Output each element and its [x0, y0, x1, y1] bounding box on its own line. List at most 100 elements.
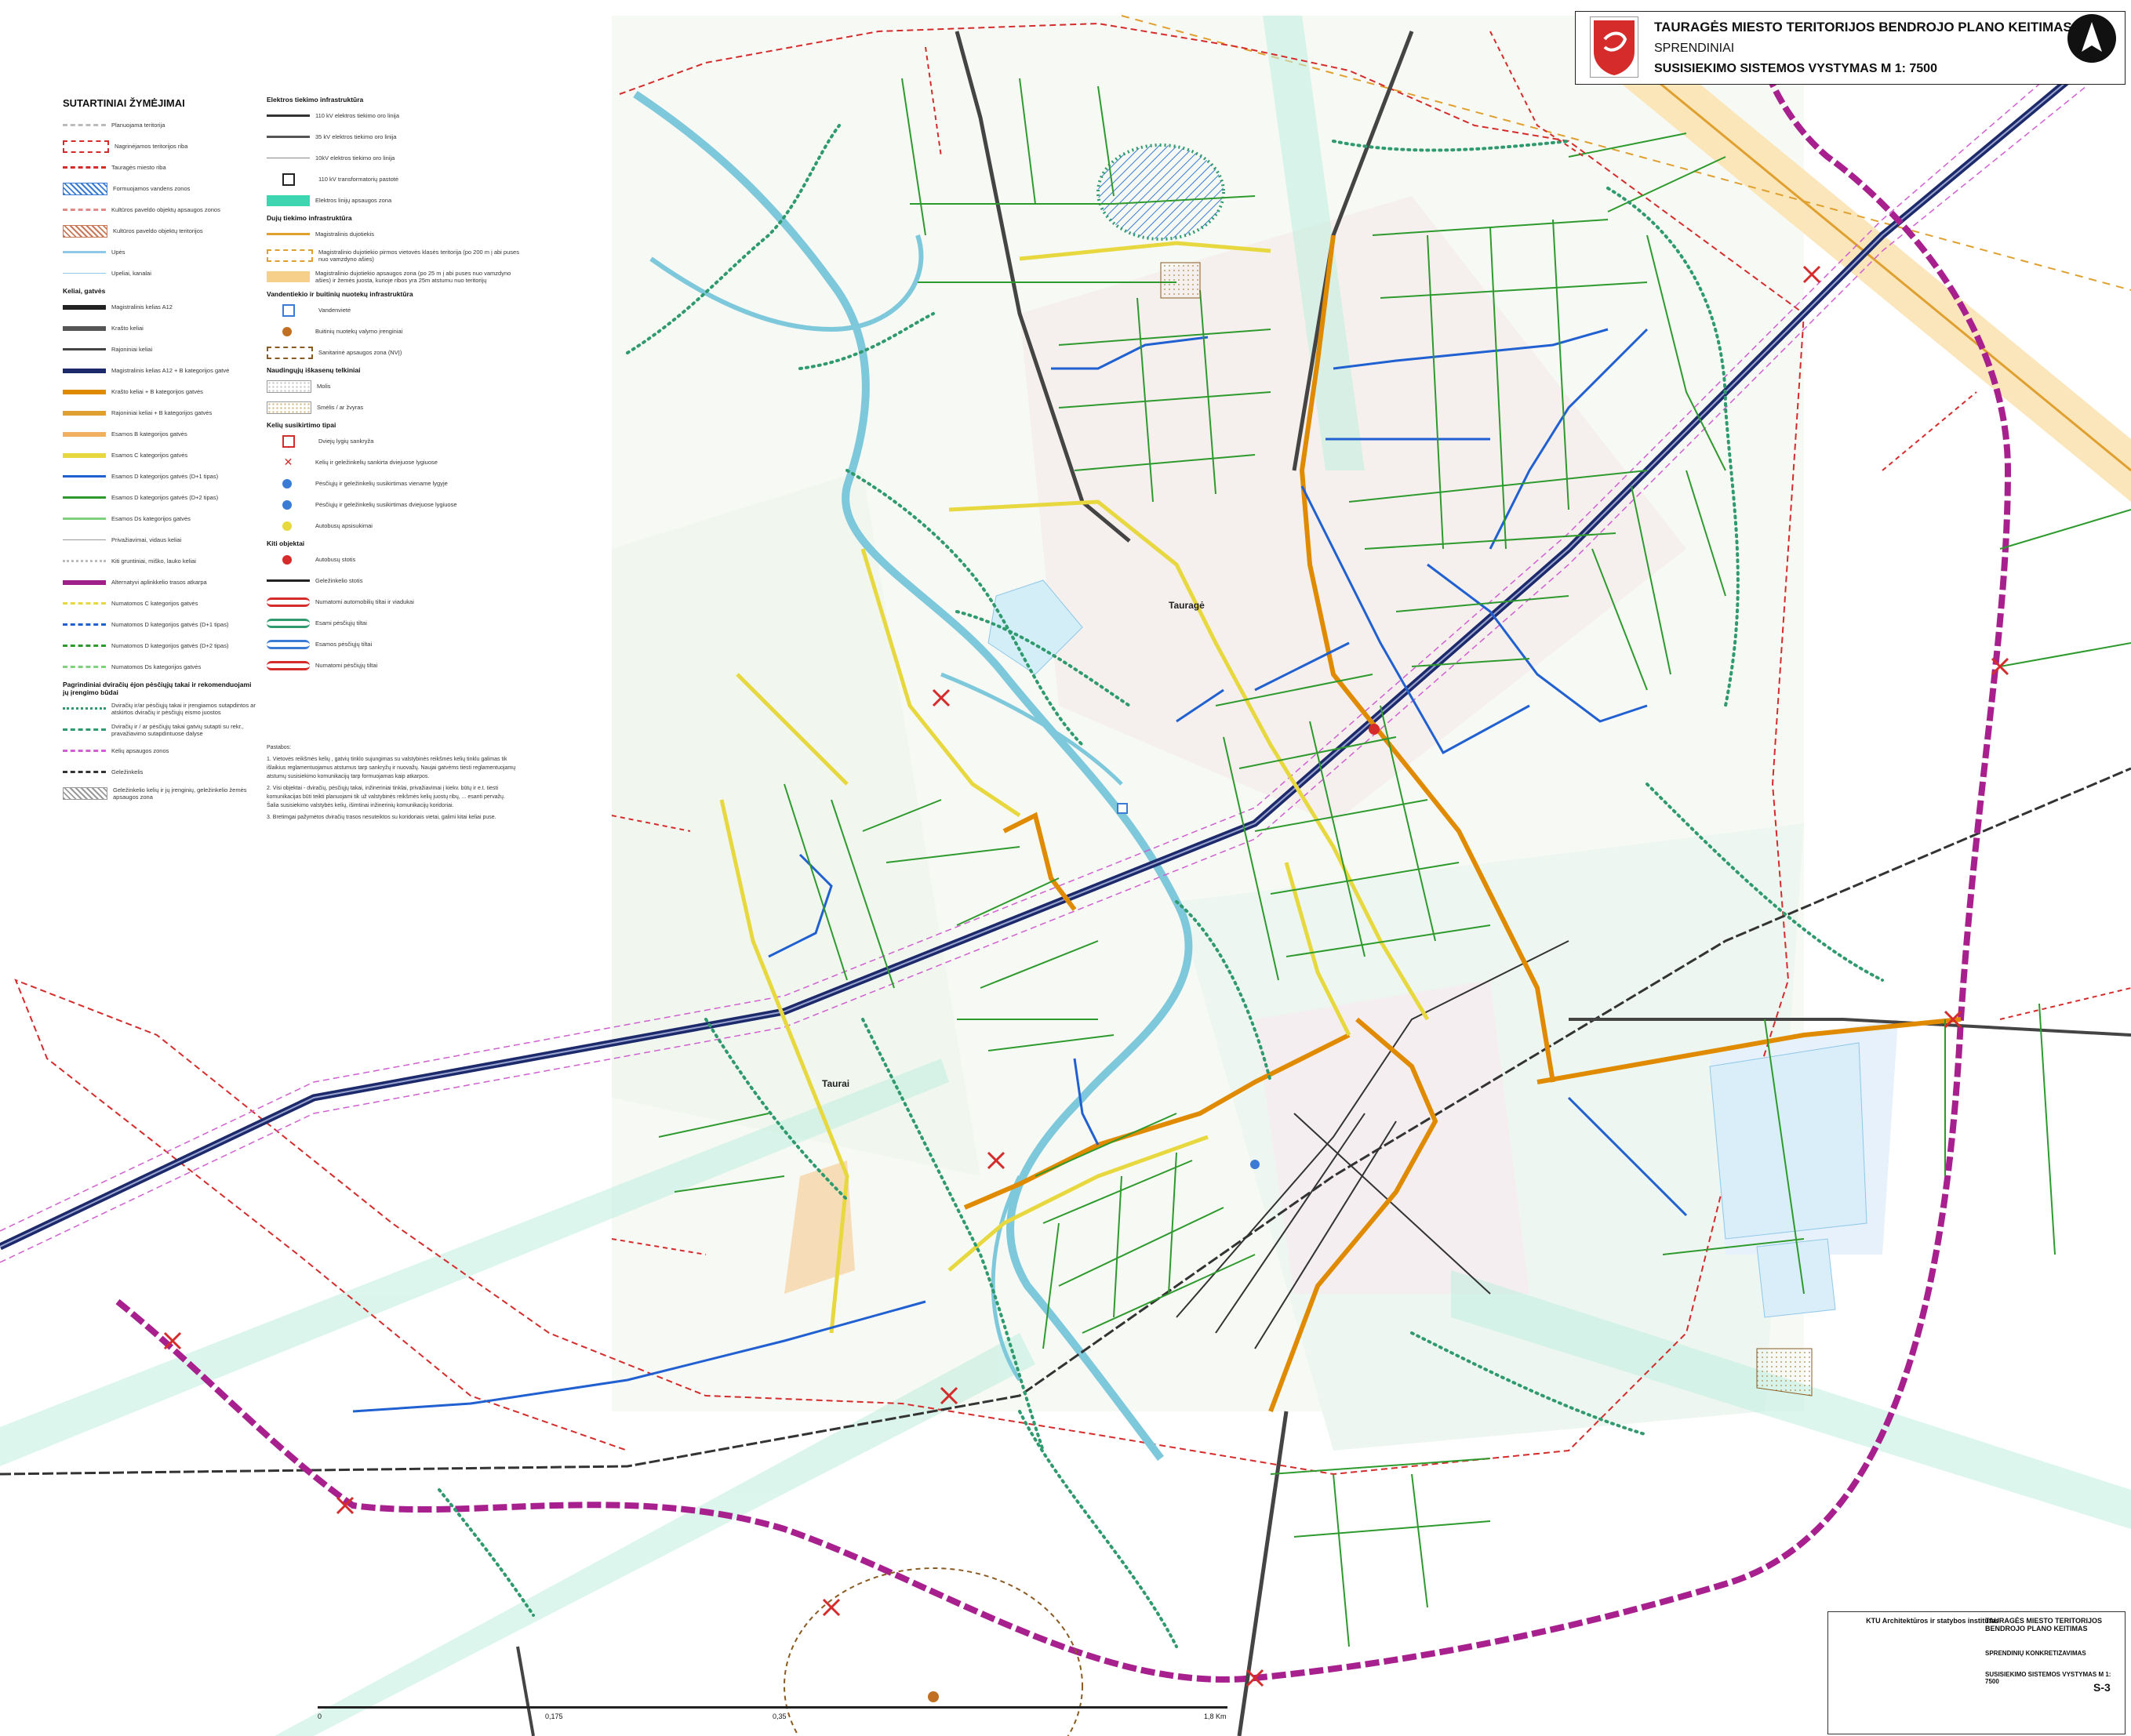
legend-item-label: Esami pėsčiųjų tiltai — [315, 619, 367, 626]
legend-item: Esamos D kategorijos gatvės (D+2 tipas) — [63, 487, 259, 508]
city-boundary — [14, 22, 1806, 1476]
legend-item: Kelių apsaugos zonos — [63, 740, 259, 761]
legend-swatch — [63, 645, 106, 647]
place-label-taurage: Tauragė — [1169, 600, 1205, 611]
stamp-sheet-code: S-3 — [2093, 1681, 2111, 1694]
legend-item: Sanitarinė apsaugos zona (NVĮ) — [267, 342, 525, 363]
legend-item: Kultūros paveldo objektų teritorijos — [63, 220, 259, 242]
legend-item: Numatomos C kategorijos gatvės — [63, 593, 259, 614]
legend-item: Magistralinis kelias A12 + B kategorijos… — [63, 360, 259, 381]
legend-swatch — [63, 368, 106, 373]
legend-item: Dviejų lygių sankryža — [267, 430, 525, 452]
legend-item: Dviračių ir / ar pėsčiųjų takai gatvių s… — [63, 719, 259, 740]
legend-item: Rajoniniai keliai — [63, 339, 259, 360]
legend-item-label: 110 kV transformatorių pastotė — [318, 176, 398, 183]
legend-item: Numatomos D kategorijos gatvės (D+1 tipa… — [63, 614, 259, 635]
legend-item-label: Esamos D kategorijos gatvės (D+2 tipas) — [111, 494, 219, 501]
legend-section-heading: Kiti objektai — [267, 539, 305, 547]
legend-panel: SUTARTINIAI ŽYMĖJIMAI Planuojama teritor… — [55, 93, 604, 963]
legend-item: Esamos B kategorijos gatvės — [63, 423, 259, 445]
b-category-streets — [963, 234, 1962, 1413]
legend-item-label: Smėlis / ar žvyras — [317, 404, 364, 411]
legend-item: Upeliai, kanalai — [63, 263, 259, 284]
legend-swatch — [63, 209, 106, 211]
legend-swatch — [267, 136, 310, 138]
legend-item-label: Rajoniniai keliai — [111, 346, 153, 353]
title-block: TAURAGĖS MIESTO TERITORIJOS BENDROJO PLA… — [1575, 11, 2126, 85]
legend-item-label: Alternatyvi aplinkkelio trasos atkarpa — [111, 579, 207, 586]
legend-item: Autobusų apsisukimai — [267, 515, 525, 536]
legend-swatch — [63, 325, 106, 331]
legend-item-label: Formuojamos vandens zonos — [113, 185, 191, 192]
legend-item: 110 kV transformatorių pastotė — [267, 169, 525, 190]
legend-item-label: Pėsčiųjų ir geležinkelių susikirtimas vi… — [315, 480, 448, 487]
land-use-tints — [612, 16, 1898, 1451]
ring-road-alternative — [115, 15, 2012, 1683]
legend-item-label: Dviračių ir / ar pėsčiųjų takai gatvių s… — [111, 722, 244, 737]
legend-swatch — [63, 728, 106, 731]
sand-quarry — [1160, 262, 1813, 1396]
legend-item: 110 kV elektros tiekimo oro linija — [267, 105, 525, 126]
legend-item-label: 35 kV elektros tiekimo oro linija — [315, 133, 397, 140]
legend-item-label: Kultūros paveldo objektų teritorijos — [113, 227, 203, 234]
legend-swatch — [63, 707, 106, 710]
legend-item-label: Geležinkelio kelių ir jų įrenginių, gele… — [113, 786, 247, 801]
scale-label-0: 0 — [318, 1712, 322, 1720]
d2-category-streets — [658, 78, 2131, 1647]
stamp-project: TAURAGĖS MIESTO TERITORIJOS BENDROJO PLA… — [1985, 1617, 2103, 1632]
interchanges — [163, 265, 2009, 1687]
legend-item: Dviračių ir/ar pėsčiųjų takai ir įrengia… — [63, 698, 259, 719]
note-item: 2. Visi objektai - dviračių, pėsčiųjų ta… — [267, 786, 505, 808]
legend-swatch — [267, 639, 310, 649]
legend-item: Pėsčiųjų ir geležinkelių susikirtimas vi… — [267, 473, 525, 494]
sanitary-zone — [784, 1567, 1083, 1736]
legend-swatch — [63, 389, 106, 394]
legend-item: Kiti gruntiniai, miško, lauko keliai — [63, 550, 259, 572]
north-arrow-icon — [2067, 14, 2116, 63]
legend-section-heading: Kelių susikirtimo tipai — [267, 421, 336, 429]
legend-item-label: Pėsčiųjų ir geležinkelių susikirtimas dv… — [315, 501, 457, 508]
legend-item-label: Esamos pėsčiųjų tiltai — [315, 641, 373, 648]
legend-title: SUTARTINIAI ŽYMĖJIMAI — [63, 97, 185, 109]
legend-item: Esamos D kategorijos gatvės (D+1 tipas) — [63, 466, 259, 487]
legend-swatch — [282, 303, 295, 317]
scale-label-3: 1,8 Km — [1204, 1712, 1227, 1720]
legend-item-label: Autobusų apsisukimai — [315, 522, 373, 529]
legend-swatch — [267, 346, 313, 359]
legend-item-label: Rajoniniai keliai + B kategorijos gatvės — [111, 409, 213, 416]
regional-roads — [516, 31, 2131, 1736]
legend-item-label: Tauragės miesto riba — [111, 164, 166, 171]
legend-item-label: Numatomos Ds kategorijos gatvės — [111, 663, 202, 670]
legend-item: Numatomi pėsčiųjų tiltai — [267, 655, 525, 676]
legend-item-label: Numatomos C kategorijos gatvės — [111, 600, 198, 607]
legend-item: Privažiavimai, vidaus keliai — [63, 529, 259, 550]
legend-item-label: Dviejų lygių sankryža — [318, 438, 374, 445]
water-intake-marker — [1117, 803, 1128, 814]
legend-swatch — [267, 618, 310, 628]
legend-swatch — [267, 660, 310, 670]
legend-swatch — [63, 602, 106, 605]
legend-swatch — [63, 224, 107, 238]
notes-list: 1. Vietovės reikšmės kelių , gatvių tink… — [267, 755, 518, 822]
plan-subtitle: SPRENDINIAI — [1654, 42, 1735, 55]
legend-item: Magistralinio dujotiekio pirmos vietovės… — [267, 245, 525, 266]
legend-item: Autobusų stotis — [267, 549, 525, 570]
note-item: 1. Vietovės reikšmės kelių , gatvių tink… — [267, 757, 516, 779]
legend-swatch — [63, 273, 106, 274]
legend-swatch — [63, 623, 106, 626]
taurage-coat-of-arms-icon — [1590, 16, 1638, 78]
legend-swatch — [63, 579, 106, 585]
legend-item: Esami pėsčiųjų tiltai — [267, 612, 525, 634]
legend-section-heading: Elektros tiekimo infrastruktūra — [267, 96, 364, 104]
legend-item-label: Krašto keliai — [111, 325, 144, 332]
legend-item: Formuojamos vandens zonos — [63, 178, 259, 199]
legend-item: ✕Kelių ir geležinkelių sankirta dviejuos… — [267, 452, 525, 473]
legend-item: Krašto keliai + B kategorijos gatvės — [63, 381, 259, 402]
title-stamp: KTU Architektūros ir statybos institutas… — [1827, 1611, 2126, 1734]
legend-item: Upės — [63, 242, 259, 263]
legend-item: Nagrinėjamos teritorijos riba — [63, 136, 259, 157]
legend-swatch — [282, 521, 292, 531]
